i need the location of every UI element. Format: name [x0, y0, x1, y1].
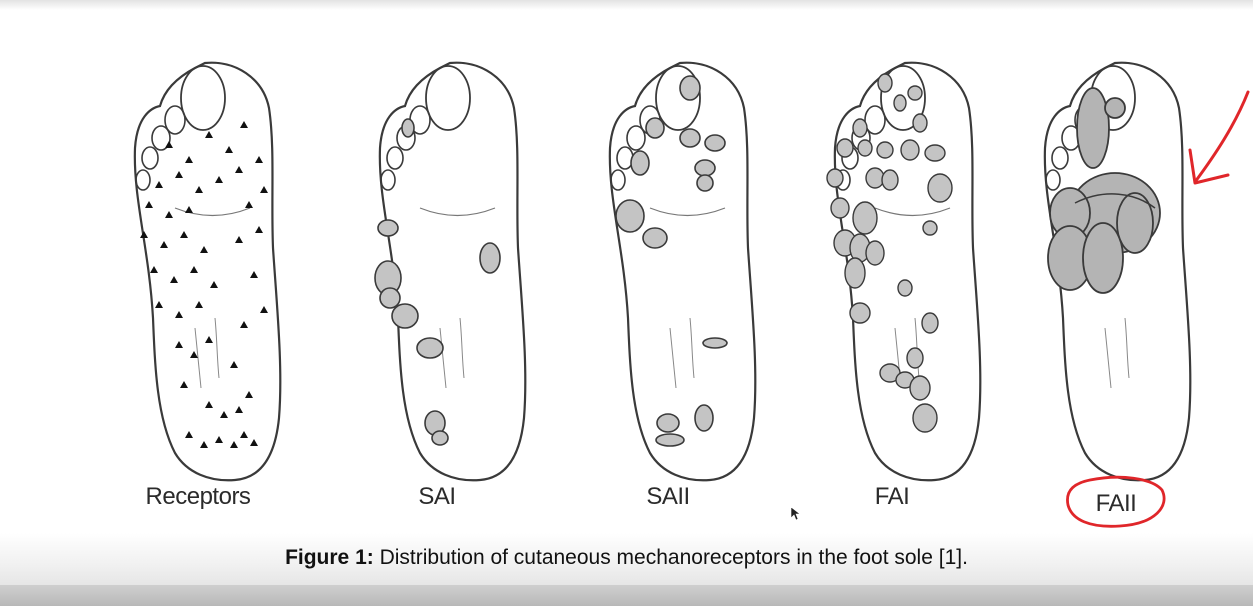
- faii-foot-panel: [1045, 63, 1190, 481]
- panel-label-saii: SAII: [588, 480, 748, 514]
- panel-label-receptors: Receptors: [118, 480, 278, 514]
- caption-text: Distribution of cutaneous mechanorecepto…: [374, 546, 968, 569]
- saii-foot-panel: [610, 63, 755, 481]
- mouse-cursor-icon: [790, 506, 802, 522]
- bottom-toolbar: [0, 585, 1253, 606]
- panel-label-sai: SAI: [357, 480, 517, 514]
- figure-caption: Figure 1: Distribution of cutaneous mech…: [0, 546, 1253, 570]
- red-arrow-icon: [1190, 92, 1248, 183]
- caption-prefix: Figure 1:: [285, 546, 374, 569]
- receptors-foot-panel: [135, 63, 280, 481]
- panel-label-faii: FAII: [1036, 487, 1196, 521]
- panel-label-fai: FAI: [812, 480, 972, 514]
- fai-foot-panel: [827, 63, 980, 481]
- sai-foot-panel: [375, 63, 525, 481]
